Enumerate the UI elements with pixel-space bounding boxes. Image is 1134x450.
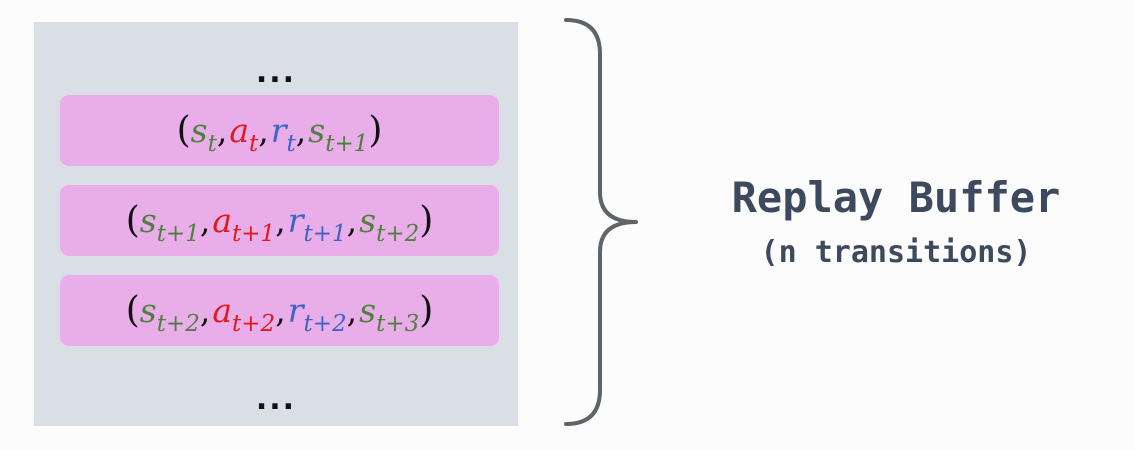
transition-row: ( st , at , rt , st+1 ) bbox=[60, 95, 499, 166]
comma: , bbox=[346, 201, 358, 240]
comma: , bbox=[199, 201, 211, 240]
open-paren: ( bbox=[125, 290, 140, 331]
transition-row: ( st+1 , at+1 , rt+1 , st+2 ) bbox=[60, 185, 499, 256]
transition-tuple: ( st , at , rt , st+1 ) bbox=[176, 110, 383, 157]
next-state-var: st+1 bbox=[308, 111, 369, 157]
transition-row: ( st+2 , at+2 , rt+2 , st+3 ) bbox=[60, 275, 499, 346]
replay-buffer-title: Replay Buffer bbox=[731, 173, 1061, 222]
ellipsis-top: ... bbox=[255, 55, 297, 90]
curly-brace-icon bbox=[564, 18, 638, 426]
next-state-var: st+2 bbox=[359, 201, 420, 247]
open-paren: ( bbox=[125, 200, 140, 241]
next-state-var: st+3 bbox=[359, 291, 420, 337]
open-paren: ( bbox=[176, 110, 191, 151]
state-var: st+2 bbox=[139, 291, 200, 337]
action-var: at+2 bbox=[212, 291, 276, 337]
comma: , bbox=[275, 291, 286, 330]
reward-var: rt+2 bbox=[287, 291, 347, 337]
close-paren: ) bbox=[368, 110, 383, 151]
transitions-count-subtitle: (n transitions) bbox=[760, 235, 1032, 270]
comma: , bbox=[346, 291, 358, 330]
state-var: st bbox=[190, 111, 217, 157]
ellipsis-bottom: ... bbox=[255, 382, 297, 417]
transition-tuple: ( st+1 , at+1 , rt+1 , st+2 ) bbox=[125, 200, 434, 247]
action-var: at+1 bbox=[212, 201, 276, 247]
comma: , bbox=[258, 111, 269, 150]
reward-var: rt bbox=[270, 111, 296, 157]
comma: , bbox=[275, 201, 286, 240]
reward-var: rt+1 bbox=[287, 201, 347, 247]
replay-buffer-panel: ... ( st , at , rt , st+1 ) ( st+1 , at+… bbox=[34, 22, 518, 426]
comma: , bbox=[199, 291, 211, 330]
close-paren: ) bbox=[419, 200, 434, 241]
transition-tuple: ( st+2 , at+2 , rt+2 , st+3 ) bbox=[125, 290, 434, 337]
state-var: st+1 bbox=[139, 201, 200, 247]
action-var: at bbox=[229, 111, 259, 157]
comma: , bbox=[216, 111, 228, 150]
close-paren: ) bbox=[419, 290, 434, 331]
comma: , bbox=[295, 111, 307, 150]
